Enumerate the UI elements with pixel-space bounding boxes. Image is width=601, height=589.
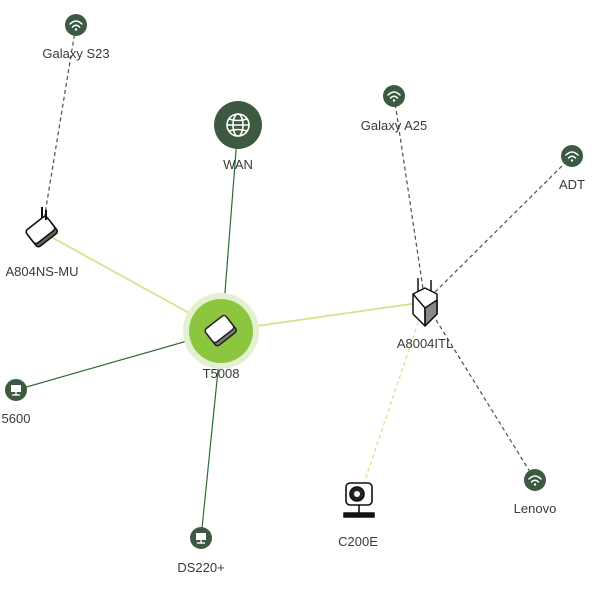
main-router-node[interactable] xyxy=(183,293,259,369)
link-a8004itl-c200e xyxy=(358,301,426,499)
link-a8004itl-lenovo xyxy=(424,301,536,481)
wan-node[interactable] xyxy=(214,101,262,149)
lenovo-label: Lenovo xyxy=(514,501,557,516)
a804ns-mu-node[interactable] xyxy=(25,207,58,248)
camera-icon xyxy=(343,482,375,518)
t5008-label: T5008 xyxy=(203,366,240,381)
wifi-icon xyxy=(387,91,401,102)
wifi-icon xyxy=(69,20,83,31)
galaxy-a25-label: Galaxy A25 xyxy=(361,118,428,133)
ethernet-icon xyxy=(196,533,206,544)
a804ns-mu-label: A804NS-MU xyxy=(6,264,79,279)
c200e-label: C200E xyxy=(338,534,378,549)
client-c200e-node[interactable] xyxy=(343,482,375,518)
links-layer xyxy=(15,24,573,539)
client-adt-node[interactable] xyxy=(561,145,583,167)
extender-icon xyxy=(25,215,58,248)
client-galaxy-s23-node[interactable] xyxy=(65,14,87,36)
a8004itl-node[interactable] xyxy=(412,278,438,327)
ds220-label: DS220+ xyxy=(177,560,224,575)
a8004itl-label: A8004ITL xyxy=(397,336,453,351)
adt-label: ADT xyxy=(559,177,585,192)
client-ds220-node[interactable] xyxy=(190,527,212,549)
wifi-icon xyxy=(528,475,542,486)
link-a8004itl-adt xyxy=(424,155,573,303)
ethernet-icon xyxy=(11,385,21,396)
galaxy-s23-label: Galaxy S23 xyxy=(42,46,109,61)
client-galaxy-a25-node[interactable] xyxy=(383,85,405,107)
router-icon xyxy=(204,314,237,347)
client-5600-node[interactable] xyxy=(5,379,27,401)
globe-icon xyxy=(226,113,250,137)
extender-icon xyxy=(412,278,438,327)
wan-label: WAN xyxy=(223,157,253,172)
wifi-icon xyxy=(565,151,579,162)
client-lenovo-node[interactable] xyxy=(524,469,546,491)
5600-label: 5600 xyxy=(2,411,31,426)
